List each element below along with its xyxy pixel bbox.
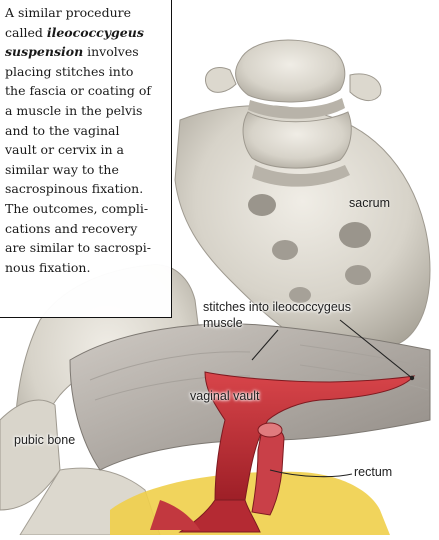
callout-emphasis: ileococcygeus — [47, 25, 144, 40]
label-rectum: rectum — [354, 465, 392, 479]
callout-line: cations and recovery — [5, 219, 165, 239]
label-pubic-bone: pubic bone — [14, 433, 75, 447]
label-sacrum: sacrum — [349, 196, 390, 210]
callout-line: and to the vaginal — [5, 121, 165, 141]
callout-line: nous fixation. — [5, 258, 165, 278]
callout-line: The outcomes, compli- — [5, 199, 165, 219]
callout-line: suspension involves — [5, 42, 165, 62]
callout-line: are similar to sacrospi- — [5, 238, 165, 258]
label-vaginal-vault: vaginal vault — [190, 389, 260, 403]
callout-emphasis: suspension — [5, 44, 83, 59]
callout-line: A similar procedure — [5, 3, 165, 23]
callout-line: vault or cervix in a — [5, 140, 165, 160]
info-callout-box: A similar procedure called ileococcygeus… — [0, 0, 172, 318]
callout-line: similar way to the — [5, 160, 165, 180]
callout-line: sacrospinous fixation. — [5, 179, 165, 199]
label-stitches-line2: muscle — [203, 316, 243, 330]
callout-line: called ileococcygeus — [5, 23, 165, 43]
callout-line: the fascia or coating of — [5, 81, 165, 101]
label-stitches-line1: stitches into ileococcygeus — [203, 300, 351, 314]
callout-line: placing stitches into — [5, 62, 165, 82]
callout-line: a muscle in the pelvis — [5, 101, 165, 121]
